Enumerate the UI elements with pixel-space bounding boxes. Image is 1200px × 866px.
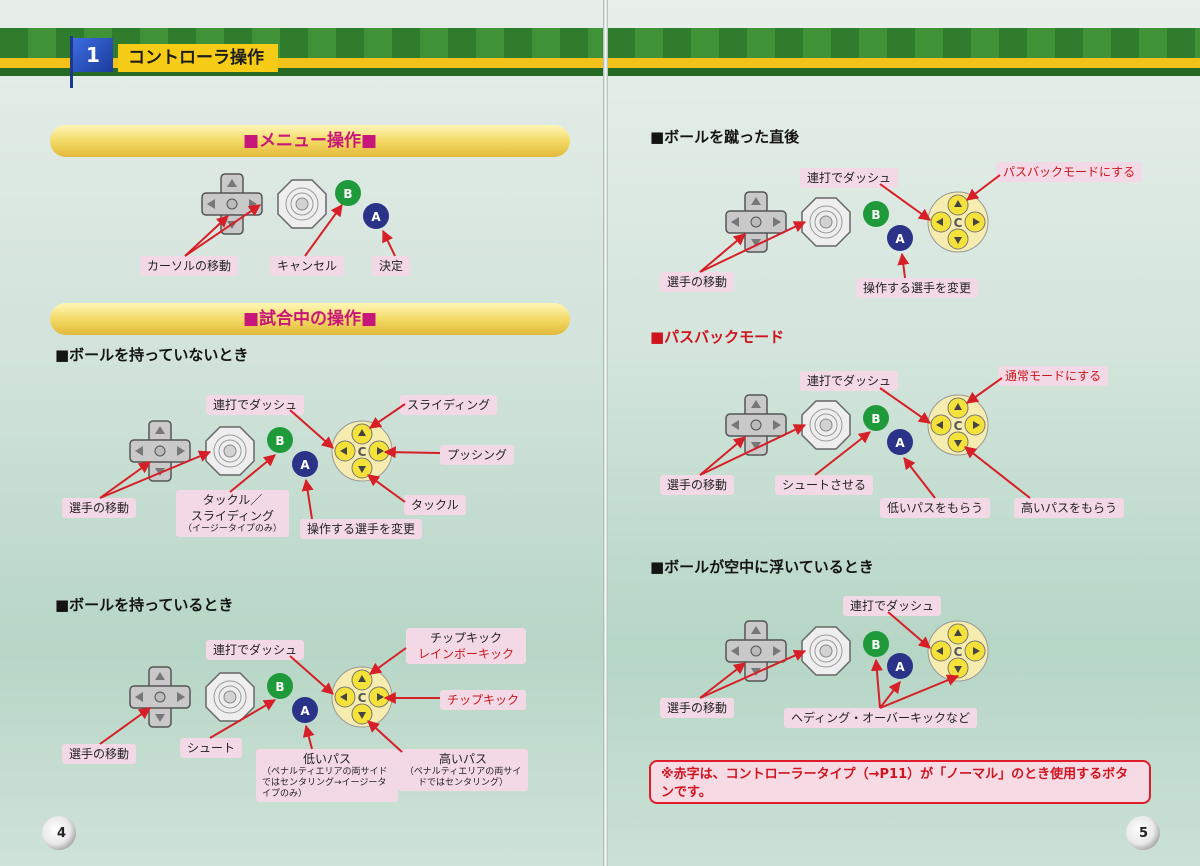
label-dash-3: 連打でダッシュ <box>800 168 899 188</box>
label-passback: パスバックモードにする <box>996 162 1143 182</box>
page-number-right: 5 <box>1139 826 1149 841</box>
label-chip-kick: チップキック <box>440 690 527 710</box>
label-dash-5: 連打でダッシュ <box>843 596 942 616</box>
label-move: 選手の移動 <box>62 498 137 518</box>
label-chip-rainbow: チップキック レインボーキック <box>406 628 527 664</box>
label-high-pass-2: 高いパスをもらう <box>1014 498 1125 518</box>
label-shoot: シュート <box>180 738 243 758</box>
match-header: ■試合中の操作■ <box>50 303 570 335</box>
soccer-ball-icon <box>42 816 76 850</box>
label-sliding: スライディング <box>400 395 498 415</box>
label-dash-4: 連打でダッシュ <box>800 371 899 391</box>
label-move-3: 選手の移動 <box>660 272 735 292</box>
header-band-right <box>607 28 1200 76</box>
label-change-player-2: 操作する選手を変更 <box>856 278 979 298</box>
label-dash: 連打でダッシュ <box>206 395 305 415</box>
label-move-2: 選手の移動 <box>62 744 137 764</box>
section-flag-icon: 1 <box>70 36 116 88</box>
in-air-title: ■ボールが空中に浮いているとき <box>650 558 874 576</box>
label-move-4: 選手の移動 <box>660 475 735 495</box>
section-number: 1 <box>73 38 113 72</box>
label-cursor-move: カーソルの移動 <box>140 256 239 276</box>
left-page: 1 コントローラ操作 ■メニュー操作■ ■試合中の操作■ カーソルの移動 キャン… <box>0 0 604 866</box>
label-dash-2: 連打でダッシュ <box>206 640 305 660</box>
book-spine <box>603 0 608 866</box>
label-cancel: キャンセル <box>270 256 345 276</box>
label-low-pass-2: 低いパスをもらう <box>880 498 991 518</box>
after-kick-title: ■ボールを蹴った直後 <box>650 128 800 146</box>
label-confirm: 決定 <box>372 256 411 276</box>
soccer-ball-icon-right <box>1126 816 1160 850</box>
label-high-pass: 高いパス （ペナルティエリアの両サイドではセンタリング） <box>398 749 528 791</box>
label-tackle-sliding: タックル／ スライディング （イージータイプのみ） <box>176 490 289 537</box>
label-pushing: プッシング <box>440 445 515 465</box>
label-normal-mode: 通常モードにする <box>998 366 1109 386</box>
label-tackle: タックル <box>404 495 466 515</box>
label-move-5: 選手の移動 <box>660 698 735 718</box>
with-ball-title: ■ボールを持っているとき <box>55 596 234 614</box>
section-title: コントローラ操作 <box>118 44 278 72</box>
menu-header: ■メニュー操作■ <box>50 125 570 157</box>
label-heading: ヘディング・オーバーキックなど <box>784 708 978 728</box>
label-shoot-2: シュートさせる <box>775 475 874 495</box>
note-box: ※赤字は、コントローラータイプ（→P11）が「ノーマル」のとき使用するボタンです… <box>649 760 1151 804</box>
label-low-pass: 低いパス （ペナルティエリアの両サイドではセンタリング→イージータイプのみ） <box>256 749 398 802</box>
no-ball-title: ■ボールを持っていないとき <box>55 346 249 364</box>
page-number-left: 4 <box>57 826 67 841</box>
label-change-player: 操作する選手を変更 <box>300 519 423 539</box>
passback-title: ■パスバックモード <box>650 328 785 346</box>
